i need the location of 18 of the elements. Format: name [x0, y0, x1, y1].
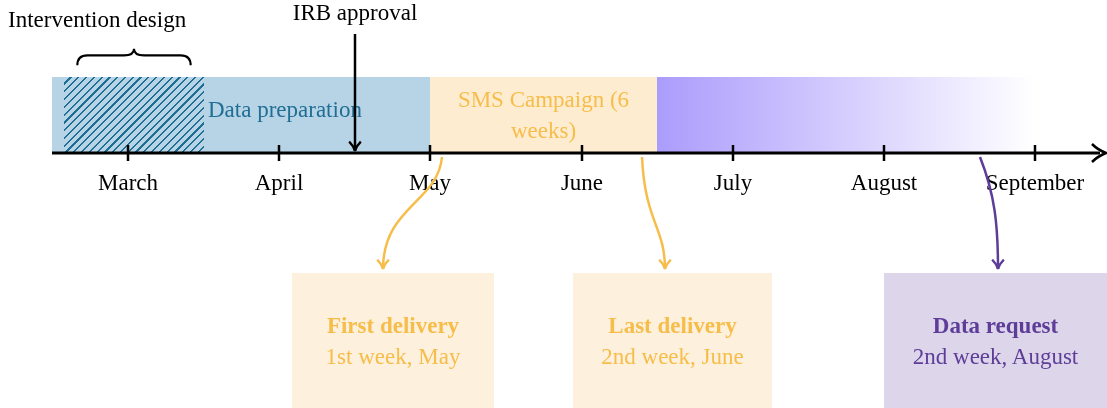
event-box [573, 273, 772, 408]
event-text: 2nd week, August [912, 342, 1079, 371]
event-title: Last delivery [608, 311, 737, 340]
event-title: Data request [932, 311, 1059, 340]
month-label: March [97, 170, 159, 196]
event-text: 2nd week, June [601, 342, 744, 371]
month-label: July [712, 170, 754, 196]
event-text: SMS Campaign (6 weeks) [456, 86, 631, 145]
phase-band [430, 77, 657, 153]
month-label: June [559, 170, 605, 196]
event-box [292, 273, 494, 408]
event-box [884, 273, 1107, 408]
month-label: August [849, 170, 919, 196]
event-title: First delivery [326, 311, 460, 340]
milestone-label-text: IRB approval [292, 0, 418, 27]
event-text: 1st week, May [325, 342, 461, 371]
month-label: April [253, 170, 305, 196]
phase-label: Intervention design [8, 7, 187, 33]
